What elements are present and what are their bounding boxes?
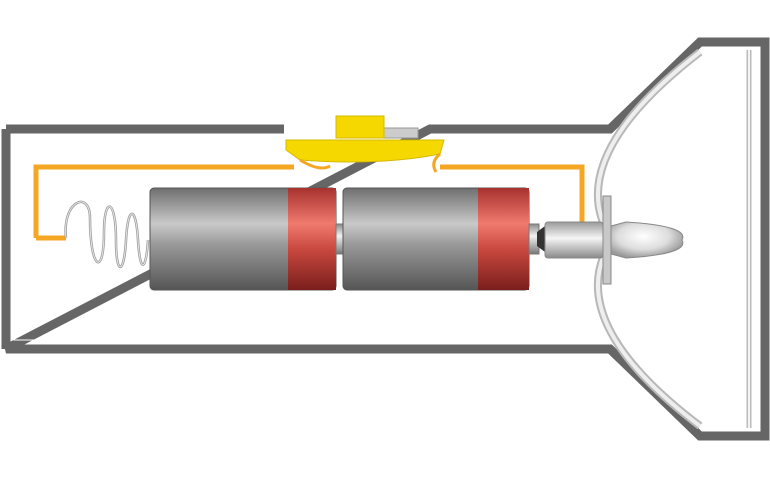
contact-spring [64, 200, 150, 268]
incandescent-bulb [537, 195, 684, 285]
flashlight-casing [1, 37, 770, 441]
slide-switch[interactable] [285, 115, 445, 173]
battery-cell-left [149, 187, 345, 291]
conductor-strip [33, 164, 585, 241]
battery-cell-right [342, 187, 540, 291]
